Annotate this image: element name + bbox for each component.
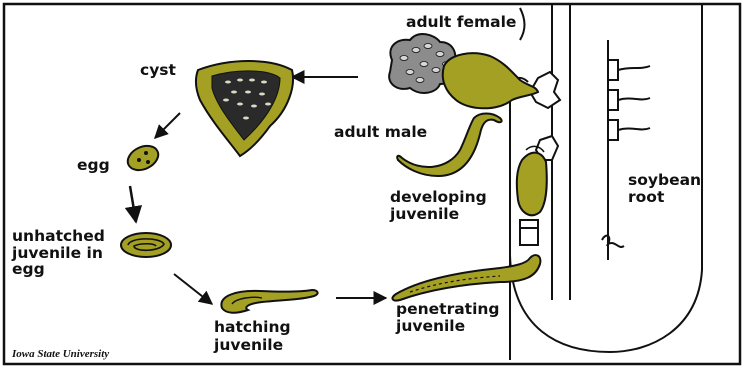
label-unhatched-line3: egg [12, 260, 45, 278]
credit-text: Iowa State University [11, 348, 109, 360]
developing-juvenile-illustration [517, 153, 547, 216]
label-developing-line1: developing [390, 188, 487, 206]
unhatched-juvenile-illustration [121, 233, 171, 257]
label-cyst: cyst [140, 61, 177, 79]
label-egg: egg [77, 156, 110, 174]
label-soybean-root-line1: soybean [628, 171, 701, 189]
label-soybean-root-line2: root [628, 188, 665, 206]
label-adult-female: adult female [406, 13, 516, 31]
label-developing-line2: juvenile [389, 205, 459, 223]
label-hatching-line2: juvenile [213, 336, 283, 354]
label-hatching-line1: hatching [214, 318, 291, 336]
label-penetrating-line2: juvenile [395, 317, 465, 335]
label-unhatched-line1: unhatched [12, 227, 105, 245]
label-adult-male: adult male [334, 123, 427, 141]
label-penetrating-line1: penetrating [396, 300, 500, 318]
